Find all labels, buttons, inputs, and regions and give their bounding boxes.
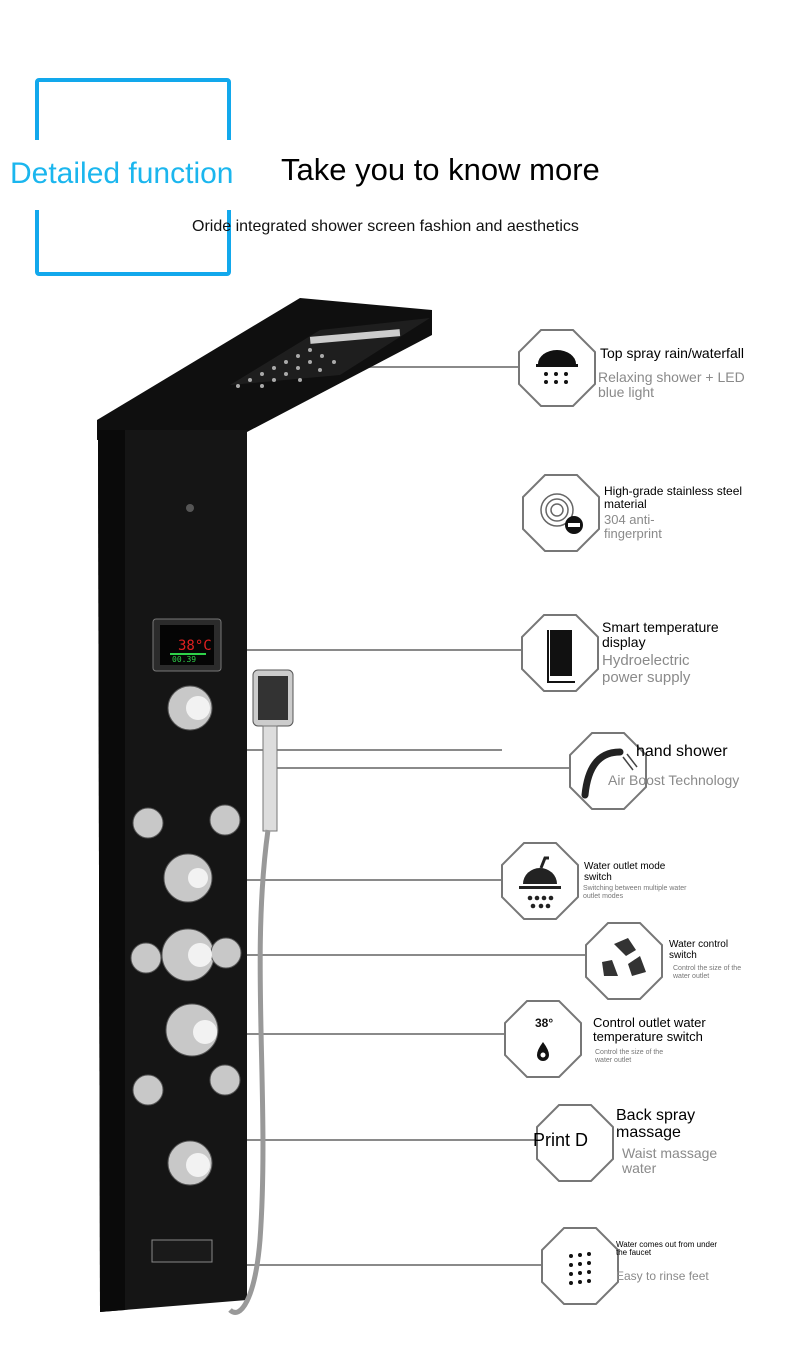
feature-desc: Easy to rinse feet — [616, 1269, 709, 1283]
feature-desc: Waist massage water — [622, 1145, 718, 1177]
display-temperature: 38°C — [178, 638, 212, 654]
nozzle-grid-icon — [569, 1252, 591, 1285]
frame-gap — [0, 140, 270, 210]
feature-title: Water control switch — [669, 939, 729, 961]
callout-lines — [190, 366, 587, 1266]
feature-title: High-grade stainless steel material — [604, 484, 743, 511]
rain-shower-icon — [536, 350, 578, 384]
feature-title: Back spray massage — [616, 1107, 696, 1141]
temperature-drop-icon: 38° — [535, 1016, 553, 1030]
fingerprint-icon — [540, 493, 574, 527]
feature-desc: Relaxing shower + LED blue light — [598, 369, 745, 401]
top-shower-head — [97, 298, 432, 440]
feature-title: hand shower — [636, 743, 728, 760]
feature-desc: Switching between multiple water outlet … — [583, 885, 687, 900]
feature-title: Water comes out from under the faucet — [616, 1240, 718, 1258]
feature-title: Smart temperature display — [602, 619, 719, 650]
hydro-generator-icon — [547, 630, 575, 683]
feature-title: Control outlet water temperature switch — [593, 1015, 706, 1044]
feature-title: Top spray rain/waterfall — [600, 345, 744, 361]
feature-desc: Control the size of the water outlet — [673, 965, 742, 980]
recycle-icon — [602, 938, 646, 976]
section-badge: Detailed function — [10, 157, 234, 190]
feature-desc: Air Boost Technology — [608, 772, 740, 788]
hand-shower-icon — [581, 748, 638, 799]
placeholder-icon: Print D — [533, 1130, 589, 1150]
feature-desc: Control the size of the water outlet — [595, 1049, 664, 1064]
feature-desc: 304 anti-fingerprint — [604, 512, 662, 542]
hand-shower — [228, 669, 294, 1315]
feature-desc: Hydroelectric power supply — [602, 652, 691, 686]
shower-head-icon — [519, 856, 561, 909]
page-subtitle: Oride integrated shower screen fashion a… — [192, 218, 579, 235]
display-readout: 00.39 — [172, 655, 196, 664]
page-title: Take you to know more — [281, 152, 600, 187]
feature-title: Water outlet mode switch — [584, 861, 666, 883]
